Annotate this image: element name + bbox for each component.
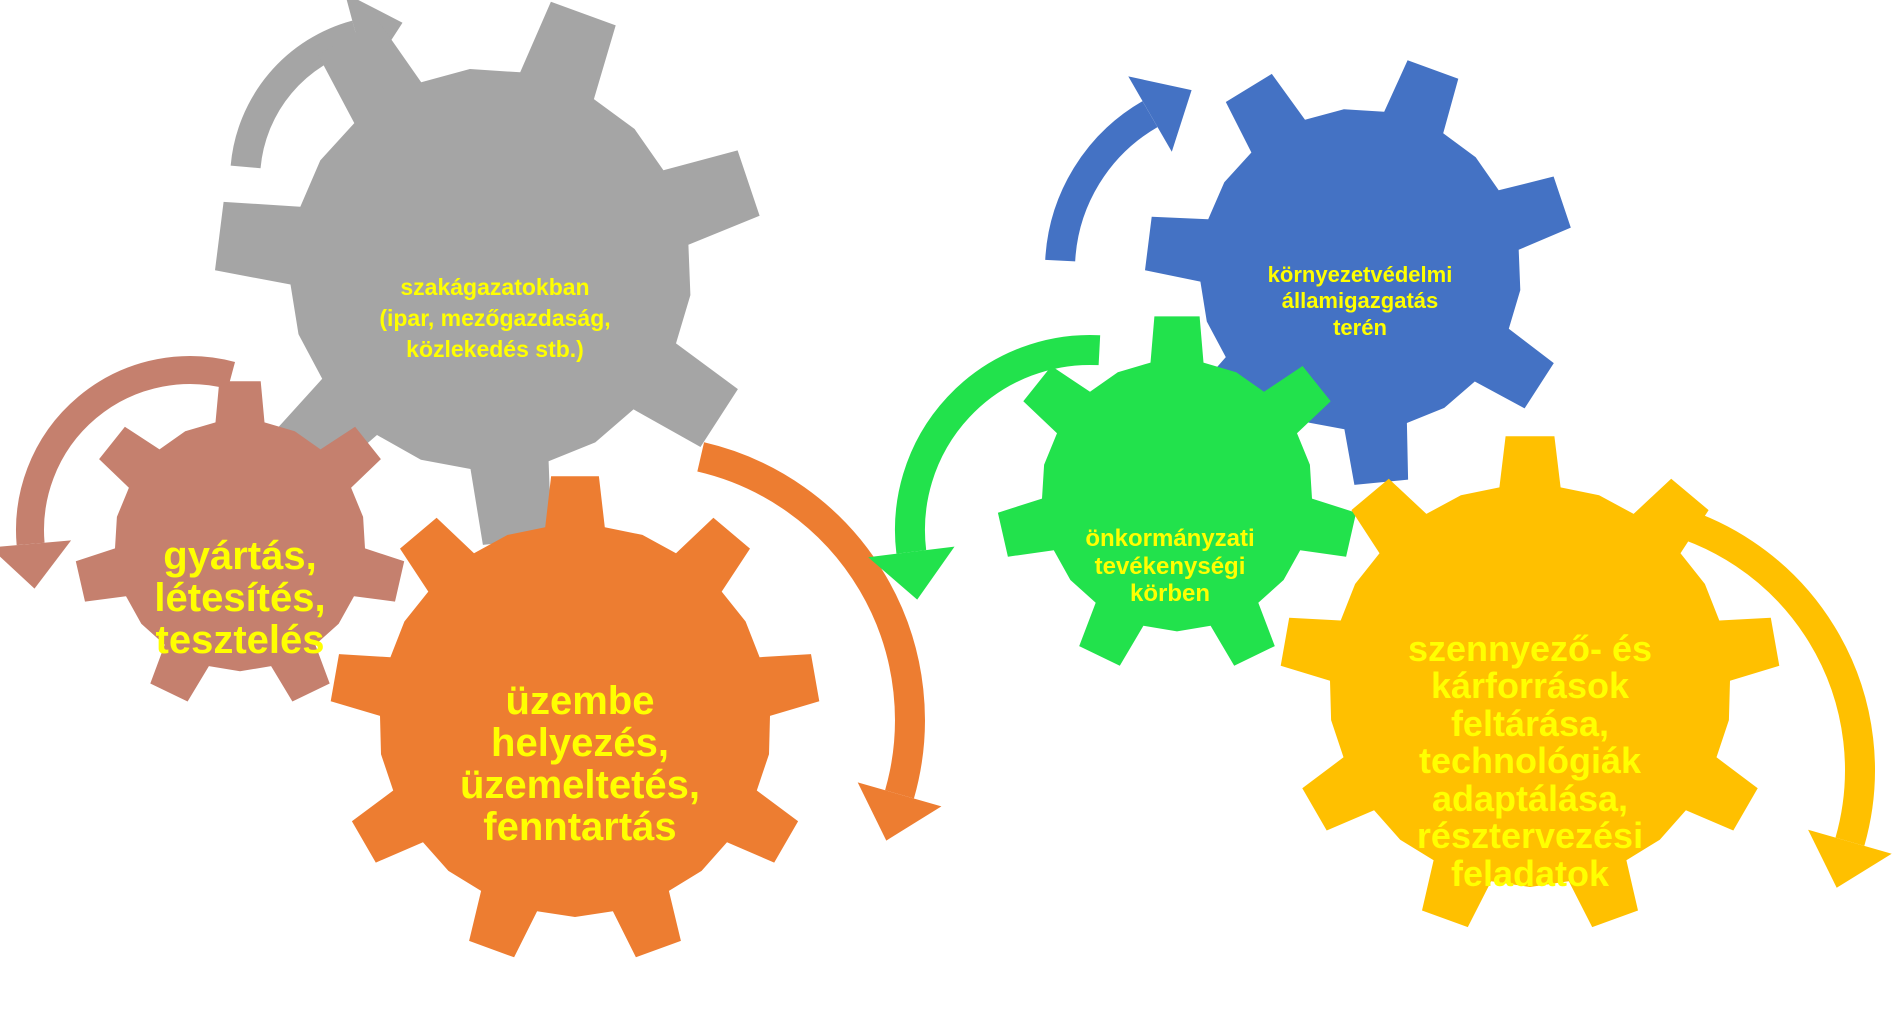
- gear-orange-line-3: üzemeltetés,: [459, 763, 701, 807]
- gear-brown-line-1: gyártás,: [163, 534, 317, 578]
- gear-yellow-line-6: résztervezési: [1416, 815, 1644, 857]
- arrow-brown-head: [0, 540, 72, 589]
- gear-blue: [1145, 60, 1571, 485]
- gear-green-line-2: tevékenységi: [1094, 552, 1246, 580]
- gear-orange-line-4: fenntartás: [483, 805, 677, 849]
- gear-blue-line-3: terén: [1333, 314, 1387, 340]
- gear-grey: [215, 1, 760, 545]
- gear-yellow-line-4: technológiák: [1418, 740, 1642, 782]
- gear-yellow-line-3: feltárása,: [1450, 702, 1610, 744]
- arrow-green-shaft: [894, 334, 1101, 554]
- gear-grey-line-2: (ipar, mezőgazdaság,: [379, 305, 611, 332]
- gear-grey-line-1: szakágazatokban: [400, 274, 590, 300]
- arrow-blue: [1045, 76, 1192, 262]
- arrow-orange: [697, 442, 942, 841]
- gear-brown: [75, 381, 405, 702]
- gear-blue-line-1: környezetvédelmi: [1267, 262, 1453, 287]
- gear-grey-line-3: közlekedés stb.): [406, 336, 584, 363]
- gear-orange-line-2: helyezés,: [491, 721, 669, 765]
- arrow-yellow-shaft: [1646, 500, 1875, 846]
- gear-yellow-line-5: adaptálása,: [1431, 777, 1629, 819]
- arrow-green: [868, 334, 1101, 600]
- arrow-grey-shaft: [230, 20, 361, 169]
- gear-brown-line-3: tesztelés: [155, 618, 325, 662]
- gear-orange-line-1: üzembe: [505, 679, 655, 723]
- gear-yellow: [1280, 436, 1780, 928]
- gear-yellow-line-7: feladatok: [1450, 852, 1610, 894]
- arrow-blue-head: [1128, 76, 1192, 152]
- gear-blue-label: környezetvédelmi államigazgatás terén: [1180, 262, 1540, 341]
- gear-yellow-line-1: szennyező- és: [1407, 628, 1653, 669]
- gear-yellow-label: szennyező- és kárforrások feltárása, tec…: [1330, 628, 1730, 894]
- gear-yellow-line-2: kárforrások: [1430, 665, 1630, 707]
- gear-orange-label: üzembe helyezés, üzemeltetés, fenntartás: [380, 680, 780, 848]
- arrow-blue-shaft: [1045, 101, 1158, 262]
- arrow-orange-head: [857, 782, 942, 841]
- arrow-yellow: [1646, 500, 1892, 888]
- arrow-brown-shaft: [16, 356, 236, 546]
- gear-brown-label: gyártás, létesítés, tesztelés: [110, 535, 370, 661]
- gear-grey-label: szakágazatokban (ipar, mezőgazdaság, köz…: [300, 272, 690, 365]
- gear-green-label: önkormányzati tevékenységi körben: [1030, 525, 1310, 608]
- gear-green-line-1: önkormányzati: [1085, 525, 1255, 552]
- arrow-brown: [0, 356, 236, 589]
- arrow-green-head: [868, 546, 955, 600]
- gear-green-line-3: körben: [1129, 580, 1210, 608]
- gear-orange: [330, 476, 820, 958]
- arrow-yellow-head: [1808, 829, 1892, 888]
- gear-green: [997, 316, 1357, 666]
- gear-blue-line-2: államigazgatás: [1281, 288, 1439, 314]
- arrow-orange-shaft: [697, 442, 925, 799]
- gear-brown-line-2: létesítés,: [154, 576, 326, 620]
